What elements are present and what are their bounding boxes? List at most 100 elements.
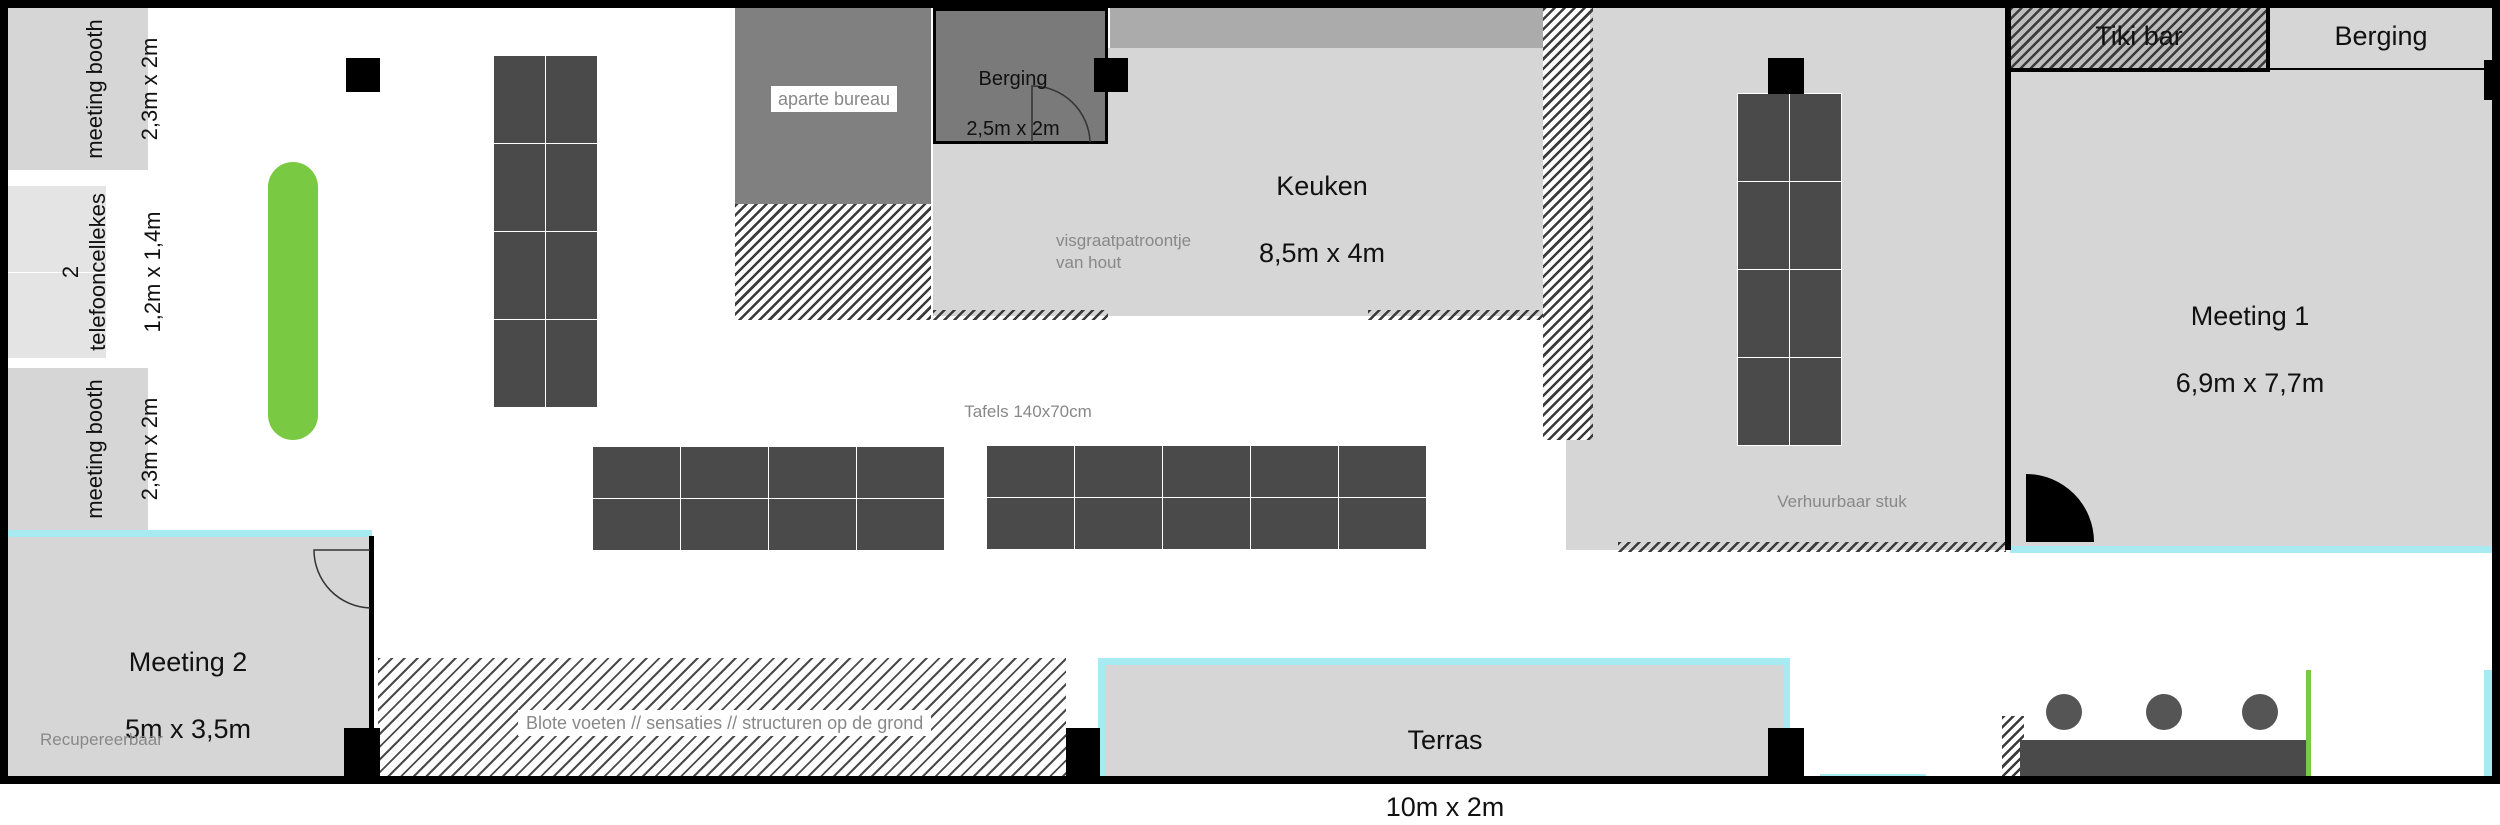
table xyxy=(493,319,546,408)
keuken-name: Keuken xyxy=(1276,170,1368,201)
bar-stool xyxy=(2046,694,2082,730)
aparte-bureau-label: aparte bureau xyxy=(771,86,897,112)
meeting-2-name: Meeting 2 xyxy=(128,646,248,677)
meeting-2-label: Meeting 2 5m x 3,5m xyxy=(88,612,288,747)
terras-glass-top xyxy=(1098,658,1790,665)
tafels-label: Tafels 140x70cm xyxy=(964,402,1092,421)
meeting-1-glass-bottom xyxy=(2010,546,2492,553)
green-planter xyxy=(268,162,318,440)
meeting-1-name: Meeting 1 xyxy=(2190,300,2310,331)
verhuurbaar-label: Verhuurbaar stuk xyxy=(1777,492,1907,511)
keuken-size: 8,5m x 4m xyxy=(1258,238,1386,269)
table xyxy=(1250,497,1339,550)
bar-stool xyxy=(2146,694,2182,730)
right-edge-glass xyxy=(2484,670,2492,776)
outer-wall-top xyxy=(0,0,2500,8)
table xyxy=(1789,181,1842,270)
recupereerbaar-label: Recupereerbaar xyxy=(40,730,163,749)
meeting-booth-top-name: meeting booth xyxy=(81,19,107,159)
berging-right-room xyxy=(2270,8,2492,70)
tiki-bar-wall xyxy=(2010,68,2270,72)
telefooncellekes-label: 2 telefooncellekes 1,2m x 1,4m xyxy=(29,186,166,358)
table xyxy=(1162,445,1251,498)
table xyxy=(1737,93,1790,182)
column xyxy=(1768,728,1804,778)
meeting-booth-bottom xyxy=(8,368,148,530)
table xyxy=(856,446,945,499)
table xyxy=(493,231,546,320)
table xyxy=(986,497,1075,550)
telefoon-divider xyxy=(8,272,106,273)
meeting-booth-top-size: 2,3m x 2m xyxy=(136,37,162,141)
meeting-booth-bottom-label: meeting booth 2,3m x 2m xyxy=(53,379,162,519)
table xyxy=(545,231,598,320)
meeting-1-wall-left xyxy=(2005,8,2011,550)
table xyxy=(1737,269,1790,358)
table xyxy=(680,446,769,499)
terras-room xyxy=(1100,660,1790,776)
column xyxy=(1768,58,1804,94)
terras-label: Terras 10m x 2m xyxy=(1345,690,1545,825)
outer-wall-left xyxy=(0,0,8,784)
table xyxy=(1789,93,1842,182)
hatch-verhuurbaar-bottom xyxy=(1618,542,2006,552)
berging-small-label: Berging 2,5m x 2m xyxy=(933,42,1093,142)
table xyxy=(493,143,546,232)
column xyxy=(1094,58,1128,92)
telefooncellekes-size: 1,2m x 1,4m xyxy=(140,211,165,333)
table xyxy=(1789,357,1842,446)
table xyxy=(592,446,681,499)
meeting-booth-top-label: meeting booth 2,3m x 2m xyxy=(53,19,162,159)
table xyxy=(592,498,681,551)
berging-small-name: Berging xyxy=(978,68,1048,90)
hatch-vertical-strip xyxy=(1543,8,1593,440)
column xyxy=(1066,728,1100,778)
wall-stub xyxy=(2484,60,2492,100)
table xyxy=(1789,269,1842,358)
table xyxy=(493,55,546,144)
meeting-2-glass-top xyxy=(8,530,372,537)
terras-size: 10m x 2m xyxy=(1385,792,1505,823)
door-meeting-1 xyxy=(2026,474,2094,542)
door-swing-berging xyxy=(1031,85,1091,143)
verhuurbaar-lower-left xyxy=(1566,440,1596,550)
outer-wall-bottom xyxy=(0,776,2500,784)
door-swing-meeting-2 xyxy=(313,549,371,609)
meeting-1-label: Meeting 1 6,9m x 7,7m xyxy=(2150,266,2350,401)
meeting-booth-bottom-size: 2,3m x 2m xyxy=(136,397,162,501)
column xyxy=(344,728,380,778)
keuken-label: Keuken 8,5m x 4m xyxy=(1222,136,1422,271)
meeting-1-room xyxy=(2010,70,2492,550)
table xyxy=(1074,497,1163,550)
meeting-booth-bottom-name: meeting booth xyxy=(81,379,107,519)
table xyxy=(986,445,1075,498)
meeting-booth-top xyxy=(8,8,148,170)
green-edge xyxy=(2306,670,2311,776)
hatch-keuken-bottom-right xyxy=(1368,310,1543,320)
table xyxy=(545,143,598,232)
hatch-tiki-bar xyxy=(2010,8,2268,70)
table xyxy=(545,319,598,408)
bar-counter xyxy=(2020,740,2306,776)
table xyxy=(1250,445,1339,498)
keuken-top-strip xyxy=(1110,8,1543,48)
table xyxy=(680,498,769,551)
tiki-bar-label: Tiki bar xyxy=(2095,21,2183,51)
blote-voeten-label: Blote voeten // sensaties // structuren … xyxy=(518,710,932,736)
visgraat-label: visgraatpatroontje van hout xyxy=(1056,231,1192,273)
table xyxy=(768,446,857,499)
table xyxy=(1074,445,1163,498)
table xyxy=(1338,445,1427,498)
terras-name: Terras xyxy=(1407,724,1483,755)
table xyxy=(768,498,857,551)
hatch-below-bureau xyxy=(735,204,931,320)
terras-glass-left xyxy=(1098,658,1105,776)
berging-small-size: 2,5m x 2m xyxy=(966,118,1060,140)
berging-right-bottom-wall xyxy=(2270,68,2492,70)
table xyxy=(856,498,945,551)
table xyxy=(1737,181,1790,270)
terras-glass-right xyxy=(1783,658,1790,776)
hatch-keuken-bottom-left xyxy=(933,310,1108,320)
hatch-bottom-right xyxy=(2002,716,2024,776)
